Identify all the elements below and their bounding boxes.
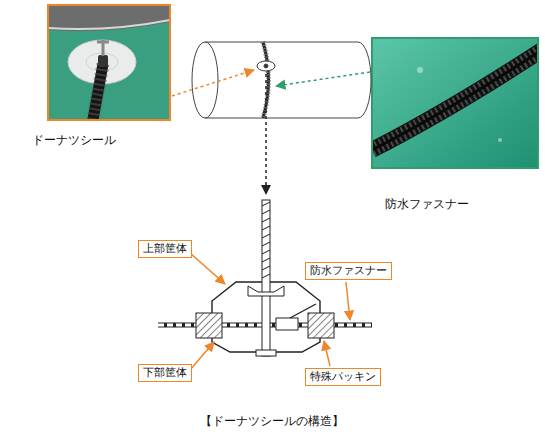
part-name: 特殊パッキン (310, 370, 376, 384)
photo-label: 防水ファスナー (383, 197, 471, 212)
part-label-box: 上部筐体 (138, 240, 192, 258)
pointer-arrow (276, 72, 370, 86)
part-label-box: 特殊パッキン (305, 368, 381, 386)
seal-photo (48, 5, 170, 120)
part-label-box: 防水ファスナー (305, 262, 392, 280)
tube-drawing (192, 42, 371, 118)
photo-frame (48, 5, 170, 120)
photo-label: ドーナツシール (30, 133, 118, 148)
pointer-arrow (172, 70, 254, 96)
photo-frame (372, 38, 538, 168)
part-label-box: 下部筐体 (138, 364, 192, 382)
pointer-arrow (265, 74, 267, 194)
figure-caption: 【ドーナツシールの構造】 (198, 414, 346, 429)
fastener-photo (372, 38, 538, 168)
part-name: 防水ファスナー (310, 264, 387, 278)
part-name: 下部筐体 (143, 366, 187, 380)
part-name: 上部筐体 (143, 242, 187, 256)
